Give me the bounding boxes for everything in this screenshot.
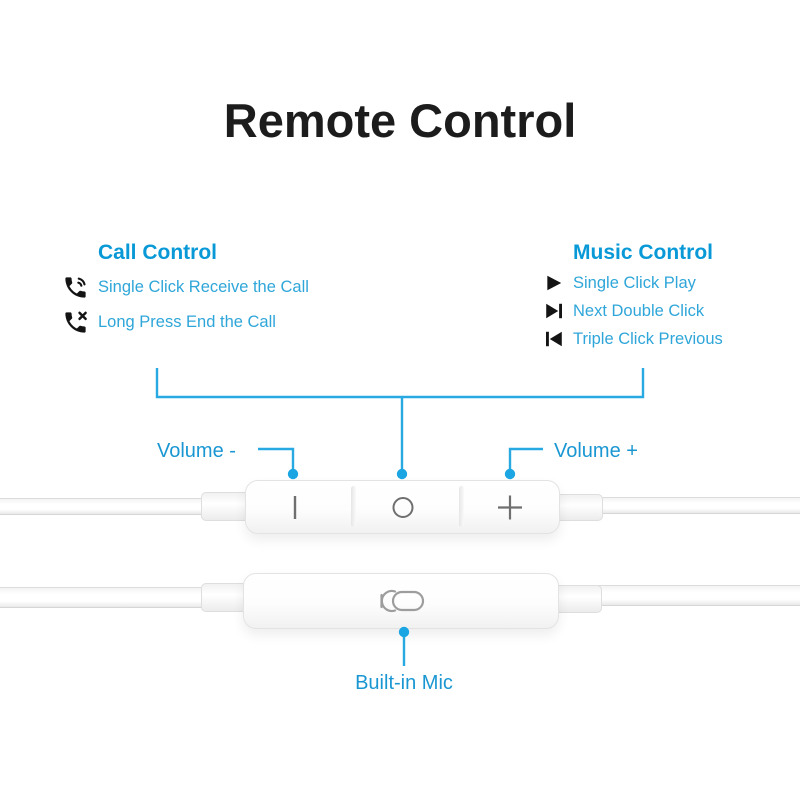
cable-strain-relief [201,583,248,612]
button-groove [351,486,356,527]
section-bracket-line [155,368,645,399]
volume-up-pointer-dot [504,468,516,480]
incoming-call-icon [65,277,86,298]
music-control-item: Triple Click Previous [544,329,723,349]
page-title: Remote Control [223,94,577,147]
microphone-icon [380,589,425,613]
previous-track-icon [546,331,562,347]
music-control-item-label: Next Double Click [573,301,705,320]
end-call-icon [65,311,87,333]
music-control-item: Single Click Play [544,273,723,293]
volume-up-label: Volume + [554,440,638,462]
call-control-item-label: Single Click Receive the Call [98,278,309,297]
call-control-list: Single Click Receive the Call Long Press… [62,274,309,344]
volume-up-button-glyph [498,495,522,520]
volume-up-pointer-line [508,447,543,470]
center-button-glyph [392,497,414,518]
inline-remote-mic [243,573,559,629]
earphone-cable-left-2 [0,587,206,608]
music-control-item-label: Triple Click Previous [573,329,723,348]
built-in-mic-label: Built-in Mic [355,672,453,694]
earphone-cable-right-1 [598,497,800,514]
next-track-icon [546,303,562,319]
music-control-item-label: Single Click Play [573,273,696,292]
call-control-item: Single Click Receive the Call [62,274,309,301]
button-groove [459,486,464,527]
call-control-heading: Call Control [98,241,217,264]
earphone-cable-right-2 [598,585,800,606]
remote-button-glyphs [293,495,522,520]
volume-down-pointer-line [258,447,295,470]
music-control-item: Next Double Click [544,301,723,321]
cable-strain-relief [554,585,602,613]
music-control-list: Single Click Play Next Double Click Trip… [544,273,723,357]
inline-remote-buttons [245,480,560,534]
call-control-item-label: Long Press End the Call [98,313,276,332]
volume-down-pointer-dot [287,468,299,480]
volume-down-label: Volume - [157,440,236,462]
cable-strain-relief [201,492,249,521]
music-control-heading: Music Control [573,241,713,264]
earphone-cable-left-1 [0,498,206,515]
cable-strain-relief [555,494,603,521]
play-icon [547,275,562,291]
call-control-item: Long Press End the Call [62,309,309,336]
center-button-pointer-dot [396,468,408,480]
